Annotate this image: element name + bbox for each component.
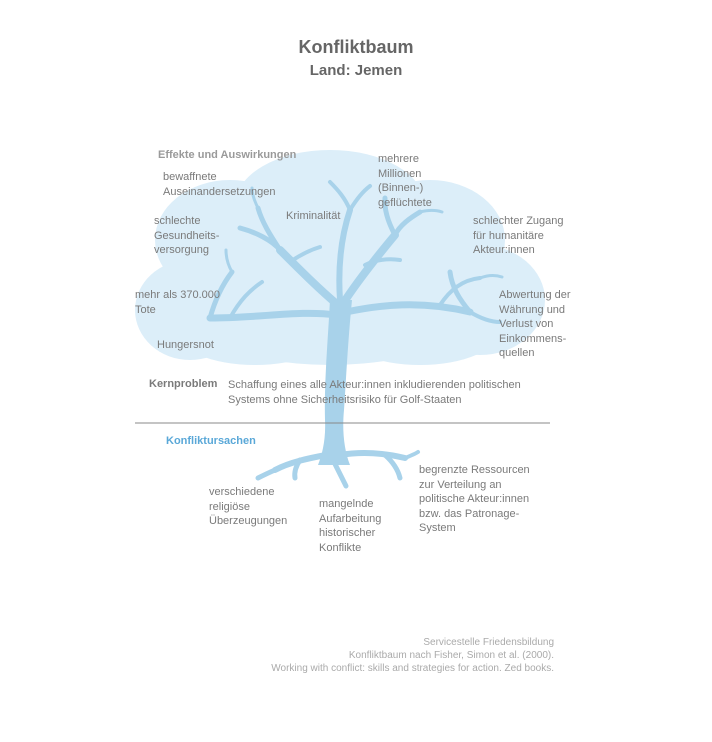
page-title: Konfliktbaum: [298, 37, 414, 57]
effect-refugees: mehrere Millionen (Binnen-) geflüchtete: [378, 153, 432, 209]
cause-religion: verschiedene religiöse Überzeugungen: [209, 486, 288, 527]
credit-line-1: Servicestelle Friedensbildung: [423, 637, 554, 648]
cause-resources: begrenzte Ressourcen zur Verteilung an p…: [419, 464, 530, 534]
credit-line-2: Konfliktbaum nach Fisher, Simon et al. (…: [348, 650, 554, 661]
effect-health-care: schlechte Gesundheits- versorgung: [154, 215, 220, 256]
core-problem-label: Kernproblem: [149, 378, 218, 390]
effects-heading: Effekte und Auswirkungen: [158, 149, 297, 161]
tree-trunk: [318, 300, 352, 465]
effect-currency: Abwertung der Währung und Verlust von Ei…: [499, 289, 571, 359]
tree-branches: [206, 180, 504, 324]
effect-crime: Kriminalität: [286, 210, 341, 222]
credit-line-3: Working with conflict: skills and strate…: [271, 663, 554, 674]
effect-famine: Hungersnot: [157, 339, 214, 351]
credit-block: Servicestelle Friedensbildung Konfliktba…: [200, 636, 554, 675]
effect-deaths: mehr als 370.000 Tote: [135, 289, 220, 316]
causes-heading: Konfliktursachen: [166, 435, 256, 447]
effect-armed-conflict: bewaffnete Auseinandersetzungen: [163, 171, 276, 198]
tree-roots: [255, 450, 420, 489]
effect-humanitarian-access: schlechter Zugang für humanitäre Akteur:…: [473, 215, 564, 256]
core-problem-text: Schaffung eines alle Akteur:innen inklud…: [228, 379, 521, 406]
cause-history: mangelnde Aufarbeitung historischer Konf…: [319, 498, 382, 554]
page-subtitle: Land: Jemen: [309, 62, 403, 79]
